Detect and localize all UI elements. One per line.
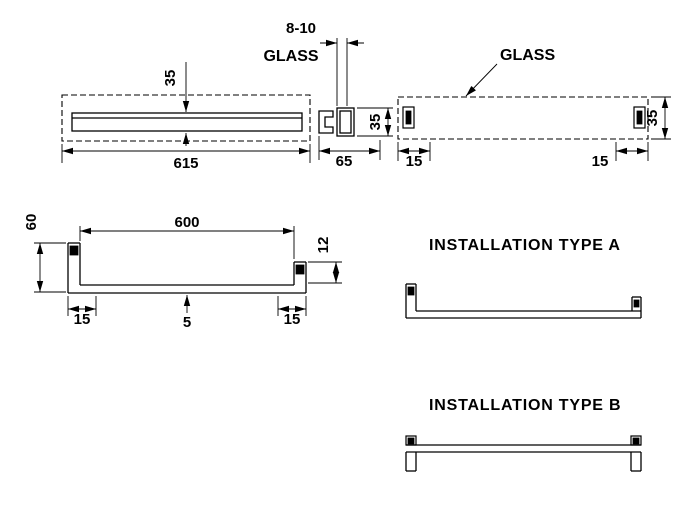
shelf-profile <box>67 242 307 294</box>
dim-label-left-inset: 15 <box>406 153 423 170</box>
installation-a-title: INSTALLATION TYPE A <box>429 237 621 254</box>
dimension-back-height: 60 <box>23 214 66 293</box>
section-view: 8-10 GLASS 65 35 <box>263 20 393 170</box>
dimension-left-inset: 15 <box>397 142 431 170</box>
dim-label-height: 35 <box>367 114 384 131</box>
dimension-top-height: 35 <box>644 96 671 140</box>
installation-a-view: INSTALLATION TYPE A <box>405 237 642 319</box>
left-mount-block <box>407 437 415 445</box>
dimension-glass-thickness <box>320 38 364 106</box>
dim-label-right-inset: 15 <box>592 153 609 170</box>
clip-profile <box>318 110 334 134</box>
dim-label-width: 615 <box>173 155 198 172</box>
dim-label-inner-width: 600 <box>174 214 199 231</box>
dimension-right-inset: 15 <box>277 296 307 328</box>
dim-label-thickness: 5 <box>183 314 191 331</box>
glass-text: GLASS <box>263 48 318 65</box>
dimension-left-inset: 15 <box>67 296 97 328</box>
installation-b-view: INSTALLATION TYPE B <box>405 397 642 472</box>
right-clip-fill <box>636 110 643 125</box>
dim-label-front-height: 12 <box>315 237 332 254</box>
dimension-front-height: 12 <box>308 237 342 284</box>
right-mount-block <box>295 264 305 275</box>
dim-label-back-height: 60 <box>23 214 40 231</box>
dim-label-height: 35 <box>162 70 179 87</box>
dimension-bar-width: 615 <box>61 144 311 172</box>
bar-profile-inner <box>339 110 352 134</box>
right-mount-block <box>632 437 640 445</box>
top-view: GLASS 35 15 15 <box>397 47 671 170</box>
installation-b-drawing <box>405 435 642 472</box>
glass-outline-dashed <box>397 96 649 140</box>
dimension-thickness: 5 <box>183 295 191 331</box>
dim-label-left-inset: 15 <box>74 311 91 328</box>
dim-label-right-inset: 15 <box>284 311 301 328</box>
dimension-depth: 65 <box>318 136 381 170</box>
right-mount-block <box>633 299 640 308</box>
bar-profile-outer <box>336 107 355 137</box>
dimension-inner-width: 600 <box>79 214 295 259</box>
installation-b-title: INSTALLATION TYPE B <box>429 397 621 414</box>
left-mount-block <box>407 286 415 296</box>
glass-leader-line <box>465 63 498 97</box>
dim-label-height: 35 <box>644 110 661 127</box>
glass-thickness-label: 8-10 <box>286 20 316 37</box>
dimension-right-inset: 15 <box>592 142 649 170</box>
dim-label-depth: 65 <box>336 153 353 170</box>
dimension-bar-height: 35 <box>162 62 190 146</box>
front-view: 35 615 <box>61 62 311 172</box>
installation-a-drawing <box>405 283 642 319</box>
left-clip-fill <box>405 110 412 125</box>
side-view: 600 60 12 <box>23 214 342 331</box>
dimension-section-height: 35 <box>357 107 393 137</box>
bar-body <box>71 112 303 132</box>
left-mount-block <box>69 245 79 256</box>
glass-text: GLASS <box>500 47 555 64</box>
